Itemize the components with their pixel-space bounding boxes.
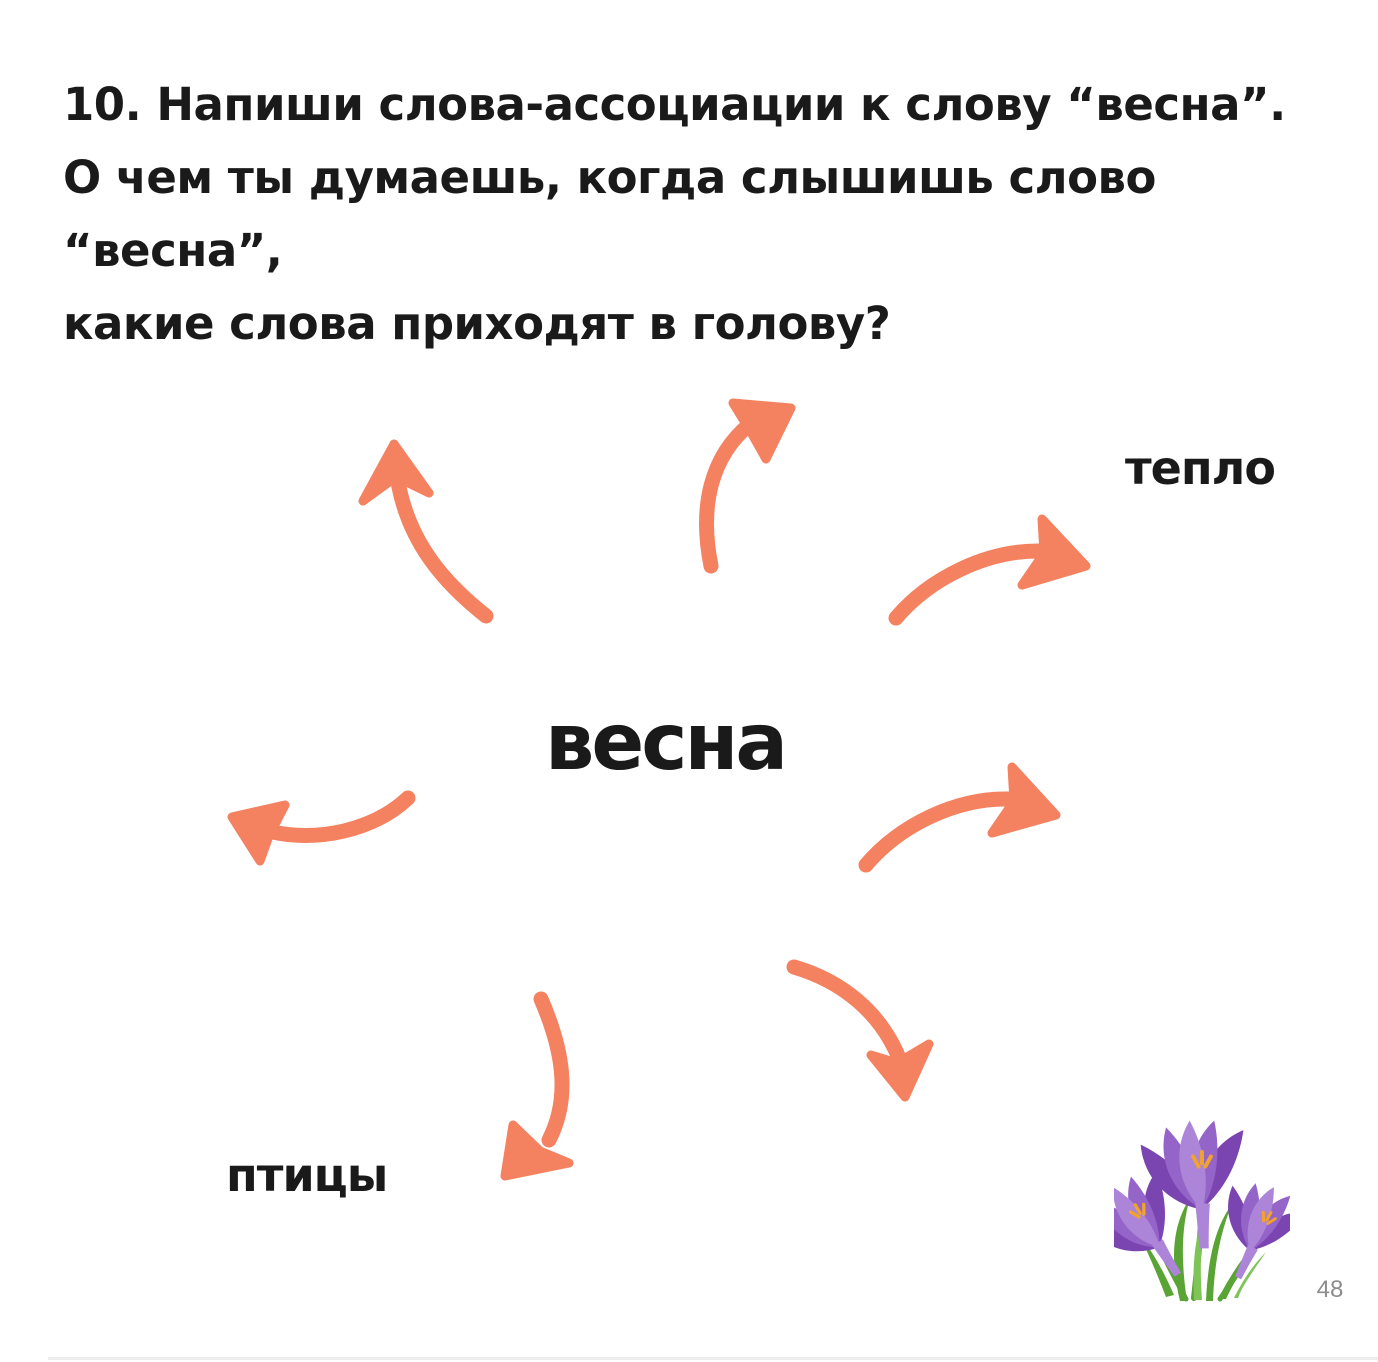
bottom-divider xyxy=(48,1357,1378,1360)
center-word: весна xyxy=(544,698,788,788)
arrow-right-icon xyxy=(858,762,1061,873)
association-label-teplo: тепло xyxy=(1125,441,1276,495)
task-instruction-line: 10. Напиши слова-ассоциации к слову “вес… xyxy=(63,78,1286,131)
arrow-up-icon xyxy=(699,398,796,574)
arrow-upper-right-icon xyxy=(888,514,1091,626)
arrow-left-icon xyxy=(227,790,416,866)
crocus-flowers-icon xyxy=(1114,1120,1290,1302)
arrow-down-left-icon xyxy=(500,991,574,1181)
task-instruction-line: О чем ты думаешь, когда слышишь слово “в… xyxy=(63,151,1156,277)
task-instruction-line: какие слова приходят в голову? xyxy=(63,297,891,350)
association-label-ptitsy: птицы xyxy=(226,1148,388,1202)
arrow-up-left-icon xyxy=(358,439,494,624)
task-instruction: 10. Напиши слова-ассоциации к слову “вес… xyxy=(63,68,1333,360)
arrow-down-right-icon xyxy=(786,959,934,1102)
page-number: 48 xyxy=(1316,1276,1344,1303)
